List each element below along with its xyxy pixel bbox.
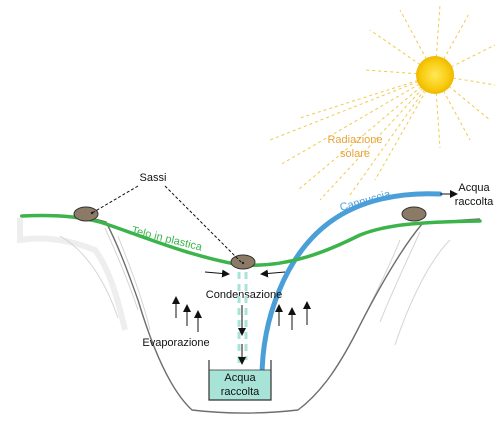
collected-water-bottom-line1: Acqua <box>224 372 256 384</box>
stone-icon <box>401 206 427 222</box>
straw-label: Cannuccia <box>339 188 393 214</box>
pit-outline <box>19 214 481 414</box>
evaporation-label: Evaporazione <box>142 337 209 349</box>
straw-tube <box>259 191 443 381</box>
soil-hatching <box>59 227 451 346</box>
evaporation-arrows <box>172 296 311 332</box>
sun <box>269 4 496 201</box>
condensation-arrow-right <box>260 269 286 278</box>
condensation-label: Condensazione <box>206 289 282 301</box>
sun-icon <box>416 56 454 94</box>
stone-icon <box>73 206 99 222</box>
collected-water-top-line1: Acqua <box>458 182 490 194</box>
water-in-container <box>209 370 271 400</box>
plastic-sheet-label: Telo in plastica <box>130 225 204 254</box>
collected-water-top-line2: raccolta <box>455 196 494 208</box>
water-drips <box>237 272 248 368</box>
stones-leader-right <box>164 185 242 263</box>
stones-label: Sassi <box>140 172 167 184</box>
ground-shadow-left <box>17 218 128 331</box>
condensation-arrow-left <box>204 269 230 278</box>
ground <box>17 214 481 428</box>
radiation-label-line2: solare <box>340 148 370 160</box>
container-icon <box>208 360 272 401</box>
collected-water-bottom-line2: raccolta <box>221 386 260 398</box>
sun-rays <box>269 4 496 201</box>
stones-leader-left <box>91 185 139 214</box>
radiation-label-line1: Radiazione <box>327 134 382 146</box>
container-walls <box>208 360 272 401</box>
soil-shading <box>20 218 480 428</box>
